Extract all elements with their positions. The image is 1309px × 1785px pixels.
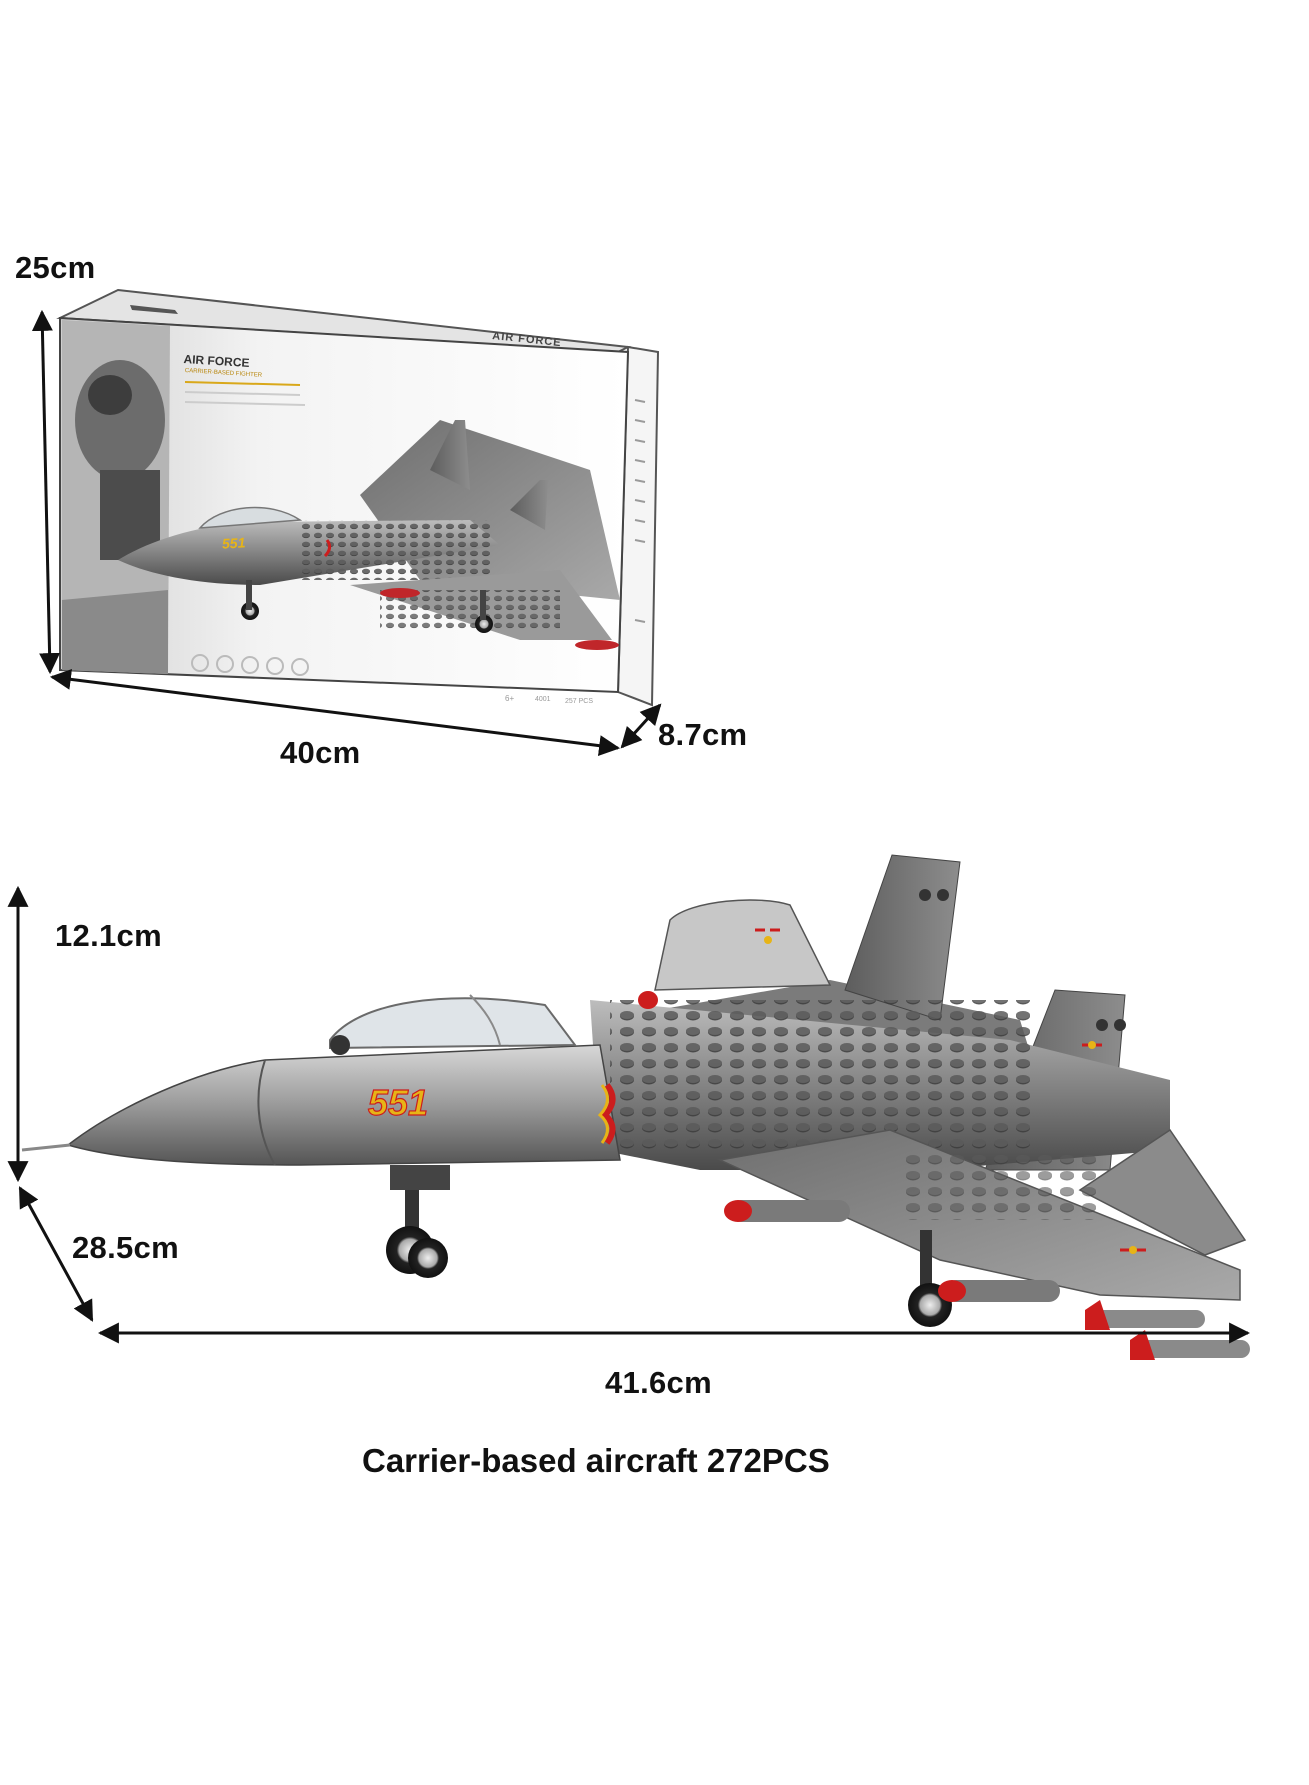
- product-caption: Carrier-based aircraft 272PCS: [362, 1442, 830, 1479]
- aircraft-height-label: 12.1cm: [55, 918, 162, 953]
- box-width-label: 40cm: [280, 735, 361, 770]
- tail-number-marking: 551: [368, 1082, 428, 1123]
- box-age-label: 6+: [505, 694, 515, 703]
- box-piece-count: 257 PCS: [565, 698, 594, 705]
- aircraft-model: 551: [21, 854, 1250, 1360]
- box-depth-label: 8.7cm: [658, 717, 748, 752]
- aircraft-length-label: 41.6cm: [605, 1365, 712, 1400]
- product-box: [56, 288, 660, 707]
- box-height-label: 25cm: [15, 250, 96, 285]
- box-jet-illustration: [118, 420, 620, 650]
- aircraft-depth-label: 28.5cm: [72, 1230, 179, 1265]
- box-tail-number: 551: [221, 534, 246, 552]
- aircraft-dimension-arrows: [7, 885, 1251, 1344]
- box-model-number: 4001: [535, 696, 551, 703]
- box-dimension-arrows: [31, 309, 662, 757]
